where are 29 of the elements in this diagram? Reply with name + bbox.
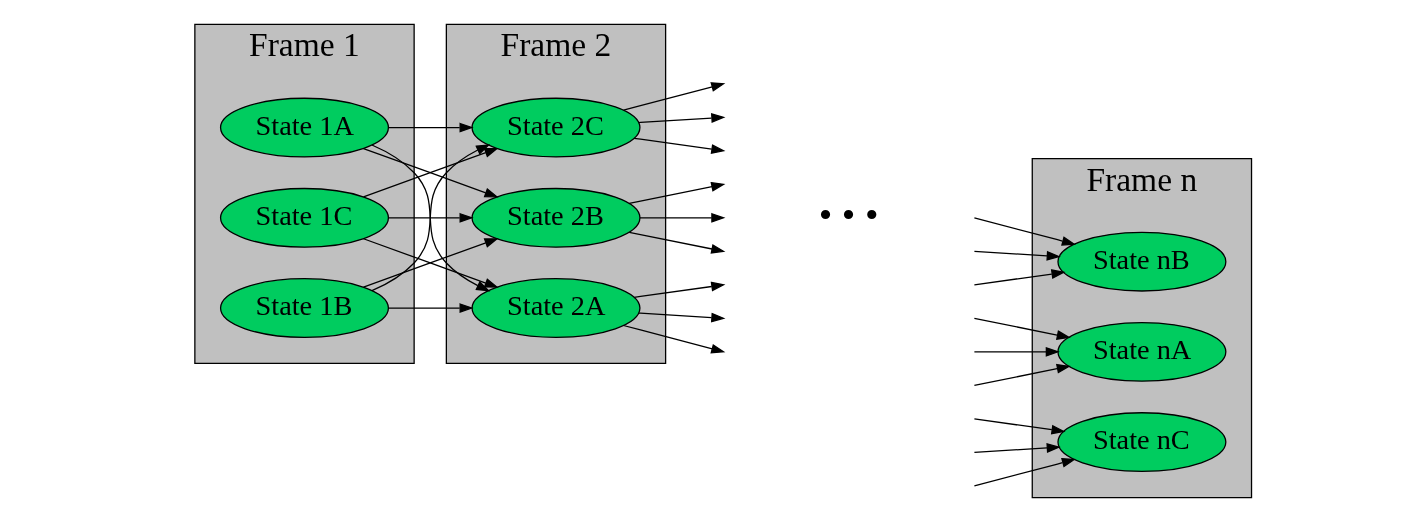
arrow bbox=[387, 212, 474, 223]
arrow bbox=[628, 231, 725, 254]
arrow bbox=[973, 317, 1071, 340]
arrow bbox=[370, 143, 490, 291]
node-ellipse: State 1C bbox=[219, 187, 389, 248]
arrow bbox=[387, 302, 474, 313]
arrow bbox=[973, 442, 1061, 453]
node-ellipse: State 1A bbox=[219, 97, 389, 158]
arrow bbox=[973, 457, 1076, 487]
arrow bbox=[362, 237, 499, 288]
arrow bbox=[973, 216, 1076, 246]
label: • • • bbox=[818, 192, 879, 235]
arrow bbox=[628, 181, 725, 204]
arrow bbox=[622, 324, 725, 353]
arrow bbox=[637, 112, 725, 123]
arrow bbox=[973, 363, 1071, 386]
node-ellipse: State nC bbox=[1056, 411, 1226, 472]
arrow bbox=[638, 212, 725, 223]
arrow bbox=[973, 417, 1066, 435]
arrow bbox=[973, 346, 1060, 357]
arrow bbox=[633, 137, 725, 154]
node-ellipse: State 1B bbox=[219, 277, 389, 338]
arrow bbox=[633, 281, 725, 298]
node-ellipse: State nB bbox=[1056, 231, 1226, 292]
arrow bbox=[973, 250, 1061, 261]
arrow bbox=[622, 81, 725, 111]
arrow bbox=[387, 122, 474, 133]
arrow bbox=[637, 311, 725, 323]
arrow bbox=[973, 268, 1066, 285]
